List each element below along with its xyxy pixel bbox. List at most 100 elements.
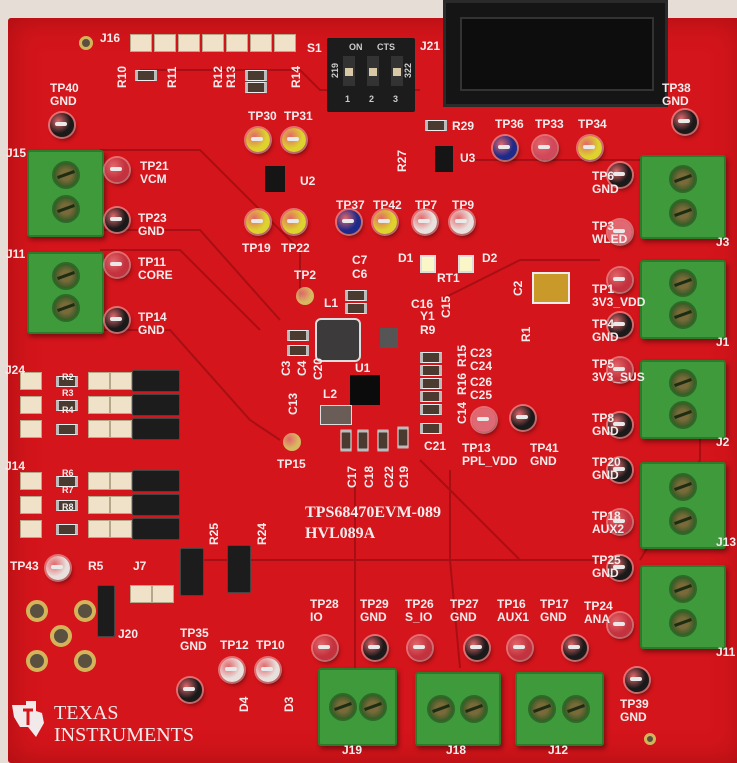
test-point-tp31[interactable] xyxy=(282,128,306,152)
test-point-tp6[interactable] xyxy=(608,163,632,187)
terminal-block[interactable] xyxy=(640,565,726,649)
test-point-tp11[interactable] xyxy=(105,253,129,277)
test-point-tp40[interactable] xyxy=(50,113,74,137)
test-point-tp25[interactable] xyxy=(608,556,632,580)
dip-toggle-2[interactable] xyxy=(367,56,379,86)
screw-terminal[interactable] xyxy=(669,300,697,329)
dip-toggle-1[interactable] xyxy=(343,56,355,86)
screw-terminal[interactable] xyxy=(669,165,697,193)
test-point-tp10[interactable] xyxy=(256,658,280,682)
test-point-net: GND xyxy=(540,610,567,624)
test-point-id: TP16 xyxy=(497,597,526,611)
test-point-tp28[interactable] xyxy=(313,636,337,660)
test-point-tp19[interactable] xyxy=(246,210,270,234)
terminal-block[interactable] xyxy=(515,672,604,746)
test-point-tp2[interactable] xyxy=(296,287,314,305)
test-point-tp12[interactable] xyxy=(220,658,244,682)
test-point-tp17[interactable] xyxy=(563,636,587,660)
test-point-tp15[interactable] xyxy=(283,433,301,451)
terminal-block[interactable] xyxy=(640,360,726,439)
silkscreen-refdes: R4 xyxy=(62,405,74,415)
terminal-block-label: J11 xyxy=(716,645,736,659)
jumper-block-j14[interactable] xyxy=(20,470,185,550)
capacitor xyxy=(420,423,442,434)
test-point-tp38[interactable] xyxy=(673,110,697,134)
test-point-tp33[interactable] xyxy=(533,136,557,160)
screw-terminal[interactable] xyxy=(359,693,387,721)
terminal-block[interactable] xyxy=(640,462,726,549)
jumper-j20[interactable] xyxy=(97,585,115,637)
test-point-tp16[interactable] xyxy=(508,636,532,660)
test-point-tp21[interactable] xyxy=(105,158,129,182)
test-point-tp41[interactable] xyxy=(511,406,535,430)
shrouded-header-j21[interactable] xyxy=(443,0,668,107)
screw-terminal[interactable] xyxy=(51,195,80,224)
test-point-tp18[interactable] xyxy=(608,510,632,534)
screw-terminal[interactable] xyxy=(669,575,697,603)
test-point-tp29[interactable] xyxy=(363,636,387,660)
test-point-tp13[interactable] xyxy=(472,408,496,432)
test-point-id: TP9 xyxy=(452,198,475,212)
test-point-id: TP5 xyxy=(592,357,615,371)
test-point-tp4[interactable] xyxy=(608,313,632,337)
jumper-block-j24[interactable] xyxy=(20,370,185,445)
test-point-id: TP7 xyxy=(415,198,438,212)
screw-terminal[interactable] xyxy=(51,160,80,189)
screw-terminal[interactable] xyxy=(669,507,697,536)
test-point-tp26[interactable] xyxy=(408,636,432,660)
screw-terminal[interactable] xyxy=(329,693,357,721)
test-point-tp36[interactable] xyxy=(493,136,517,160)
screw-terminal[interactable] xyxy=(51,261,80,290)
terminal-block[interactable] xyxy=(640,155,726,239)
test-point-tp30[interactable] xyxy=(246,128,270,152)
screw-terminal[interactable] xyxy=(669,472,697,501)
test-point-tp22[interactable] xyxy=(282,210,306,234)
silkscreen-refdes: C6 xyxy=(352,267,368,281)
screw-terminal[interactable] xyxy=(669,269,697,297)
test-point-tp27[interactable] xyxy=(465,636,489,660)
resistor xyxy=(245,70,267,81)
test-point-tp39[interactable] xyxy=(625,668,649,692)
test-point-tp37[interactable] xyxy=(337,210,361,234)
test-point-id: TP21 xyxy=(140,159,169,173)
screw-terminal[interactable] xyxy=(427,695,456,723)
test-point-tp20[interactable] xyxy=(608,458,632,482)
test-point-net: GND xyxy=(138,323,165,337)
test-point-tp3[interactable] xyxy=(608,220,632,244)
screw-terminal[interactable] xyxy=(562,695,590,723)
silkscreen-refdes: S1 xyxy=(307,41,322,55)
texas-instruments-logo: TEXAS INSTRUMENTS xyxy=(6,697,216,749)
screw-terminal[interactable] xyxy=(669,369,697,397)
screw-terminal[interactable] xyxy=(528,695,556,723)
test-point-tp43[interactable] xyxy=(46,556,70,580)
test-point-tp23[interactable] xyxy=(105,208,129,232)
test-point-tp35[interactable] xyxy=(178,678,202,702)
test-point-tp42[interactable] xyxy=(373,210,397,234)
screw-terminal[interactable] xyxy=(669,400,697,429)
terminal-block[interactable] xyxy=(27,150,104,237)
test-point-tp8[interactable] xyxy=(608,413,632,437)
terminal-block[interactable] xyxy=(640,260,726,339)
header-j7[interactable] xyxy=(130,585,152,603)
test-point-tp14[interactable] xyxy=(105,308,129,332)
dip-switch-s1[interactable]: ON CTS 219 322 1 2 3 xyxy=(327,38,415,112)
test-point-tp9[interactable] xyxy=(450,210,474,234)
test-point-tp34[interactable] xyxy=(578,136,602,160)
test-point-tp7[interactable] xyxy=(413,210,437,234)
jumper-shunt[interactable] xyxy=(227,545,251,593)
screw-terminal[interactable] xyxy=(669,608,697,637)
screw-terminal[interactable] xyxy=(669,198,697,227)
screw-terminal[interactable] xyxy=(460,695,489,723)
test-point-tp5[interactable] xyxy=(608,358,632,382)
dip-toggle-3[interactable] xyxy=(391,56,403,86)
screw-terminal[interactable] xyxy=(51,294,80,323)
terminal-block[interactable] xyxy=(318,668,397,746)
terminal-block[interactable] xyxy=(27,252,104,334)
test-point-tp24[interactable] xyxy=(608,613,632,637)
board-revision: HVL089A xyxy=(305,525,376,542)
header-j7[interactable] xyxy=(152,585,174,603)
terminal-block[interactable] xyxy=(415,672,501,746)
header-j16[interactable] xyxy=(130,22,300,56)
jumper-shunt[interactable] xyxy=(180,548,204,596)
test-point-tp1[interactable] xyxy=(608,268,632,292)
